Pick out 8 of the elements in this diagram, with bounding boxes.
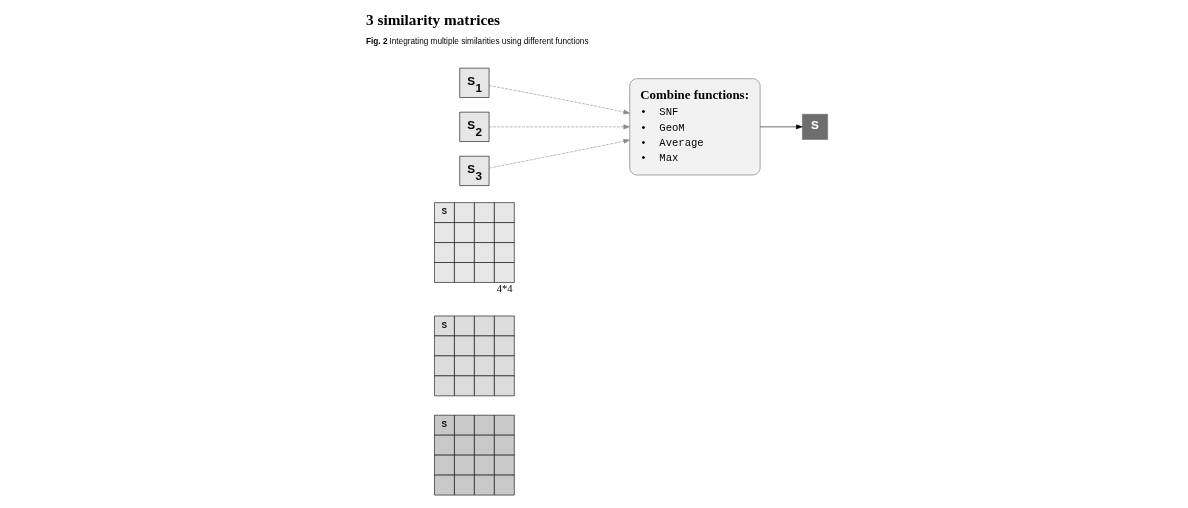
arrow: [488, 124, 630, 130]
node-box: S: [801, 113, 828, 140]
arrow: [488, 85, 630, 115]
arrow: [759, 124, 803, 130]
arrow: [488, 138, 630, 169]
diagram-title: 3 similarity matrices: [365, 10, 500, 28]
node-label: 4*4: [496, 283, 513, 295]
node-box: Combine functions: • SNF • GeoM • Average • Max: [628, 78, 760, 176]
